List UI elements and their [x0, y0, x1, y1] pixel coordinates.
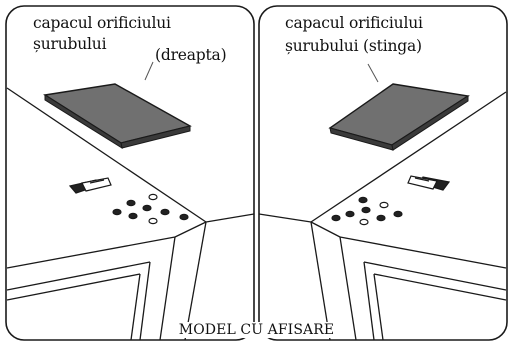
- left-label-side: (dreapta): [155, 46, 227, 64]
- right-panel-frame: [258, 5, 508, 341]
- left-label-line1: capacul orificiului: [33, 14, 171, 32]
- caption-text: MODEL CU AFISARE: [172, 322, 341, 338]
- right-control-buttons: [331, 196, 403, 226]
- left-control-buttons: [112, 193, 189, 225]
- left-label-line2: șurubului: [33, 35, 107, 53]
- right-label-line2: șurubului (stinga): [285, 37, 422, 55]
- left-leader-line: [144, 61, 154, 81]
- left-microwave-body: [6, 87, 255, 341]
- left-handle: [68, 177, 112, 194]
- left-panel-frame: [5, 5, 255, 341]
- right-leader-line: [367, 63, 379, 83]
- right-label-line1: capacul orificiului: [285, 14, 423, 32]
- right-microwave-body: [258, 91, 507, 341]
- left-screw-cover: [43, 83, 192, 150]
- right-screw-cover: [328, 83, 470, 151]
- right-handle: [407, 175, 451, 191]
- diagram-caption: MODEL CU AFISARE: [0, 322, 513, 338]
